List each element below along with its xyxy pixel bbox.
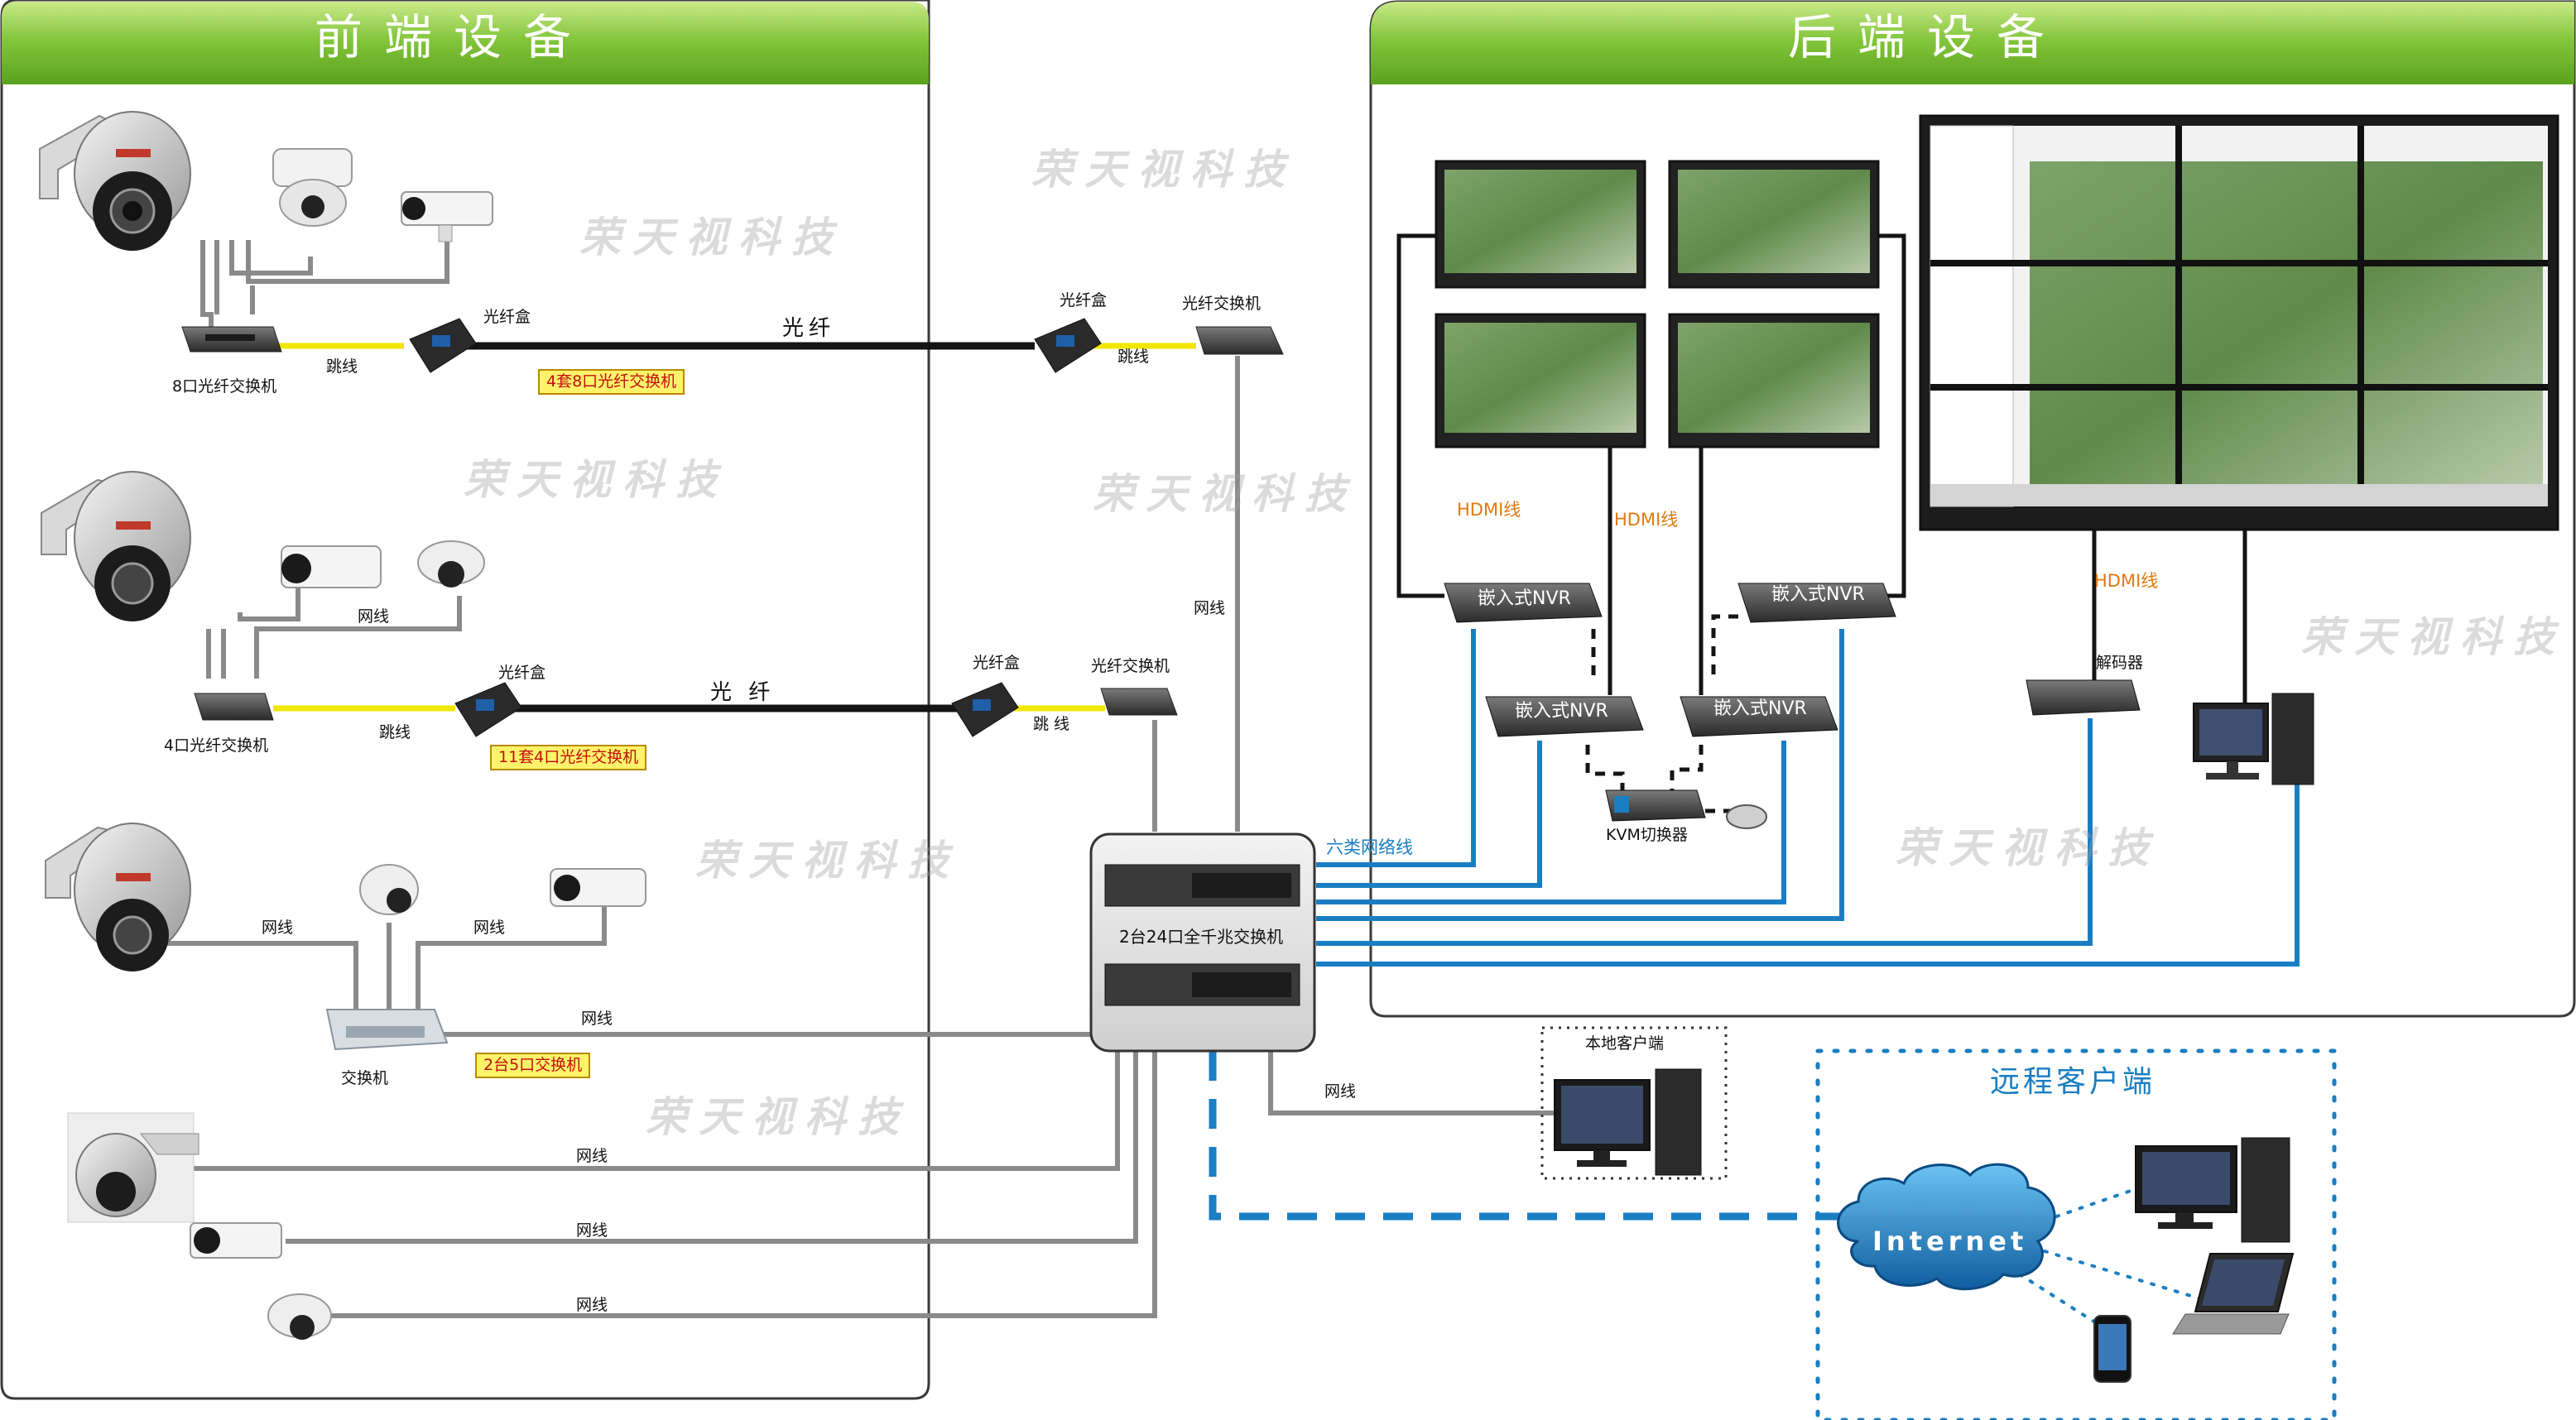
decoder-label: 解码器 xyxy=(2096,654,2144,672)
row2-box-right-label: 光纤盒 xyxy=(973,654,1021,672)
small-switch xyxy=(325,1009,449,1051)
bullet-camera-3 xyxy=(550,868,646,907)
pc-workstation-1 xyxy=(2193,693,2314,785)
watermark-4: 荣天视科技 xyxy=(1093,469,1358,518)
hdmi-left-label: HDMI线 xyxy=(1457,500,1521,520)
six-cable-label: 六类网络线 xyxy=(1326,837,1413,857)
fiber-switch-8port xyxy=(181,326,282,353)
direct-cable-1-label: 网线 xyxy=(576,1147,608,1165)
watermark-5: 荣天视科技 xyxy=(695,836,960,885)
local-client-frame xyxy=(1540,1026,1728,1180)
row1-switch-right-label: 光纤交换机 xyxy=(1182,295,1262,313)
row1-switch-label: 8口光纤交换机 xyxy=(172,377,277,396)
row2-tag: 11套4口光纤交换机 xyxy=(490,745,647,770)
fiber-switch-right-2 xyxy=(1100,688,1178,716)
watermark-2: 荣天视科技 xyxy=(1031,145,1296,194)
dome-camera-3 xyxy=(359,864,419,915)
hdmi-cables xyxy=(1396,233,2247,703)
local-client-pc xyxy=(1554,1068,1702,1176)
speed-dome-camera-2 xyxy=(41,471,191,621)
row3-cable-right-label: 网线 xyxy=(473,919,506,937)
video-wall-monitor xyxy=(1919,114,2559,531)
hdmi-mid-label: HDMI线 xyxy=(1614,510,1679,530)
core-switch-stack xyxy=(1089,832,1316,1053)
gray-cables xyxy=(157,223,1556,1318)
back-header-title: 后端设备 xyxy=(1788,9,2067,65)
row2-patch-right-label: 跳 线 xyxy=(1033,715,1070,733)
row1-patch-left-label: 跳线 xyxy=(326,357,358,376)
watermark-7: 荣天视科技 xyxy=(2301,612,2566,661)
fiber-switch-4port xyxy=(194,693,274,721)
decoder-box xyxy=(2026,679,2141,716)
remote-pc xyxy=(2135,1137,2290,1243)
front-header-title: 前端设备 xyxy=(315,9,594,65)
remote-title: 远程客户端 xyxy=(1990,1065,2156,1099)
internet-label: Internet xyxy=(1872,1226,2028,1257)
nvr-1-label: 嵌入式NVR xyxy=(1478,588,1571,609)
fiber-box-1 xyxy=(409,318,477,373)
internet-cloud xyxy=(1837,1163,2056,1291)
row1-box-right-label: 光纤盒 xyxy=(1060,291,1108,309)
nvr-2-label: 嵌入式NVR xyxy=(1771,584,1865,605)
mouse-icon xyxy=(1726,804,1767,829)
row2-cable-label: 网线 xyxy=(358,607,390,626)
row2-fiber-label: 光 纤 xyxy=(710,680,776,705)
kvm-label: KVM切换器 xyxy=(1606,826,1688,844)
row1-fiber-label: 光纤 xyxy=(782,316,836,341)
speed-dome-camera-1 xyxy=(39,111,191,251)
box-camera-dome-1 xyxy=(272,148,353,227)
row2-patch-left-label: 跳线 xyxy=(379,723,411,741)
small-monitors xyxy=(1435,160,1880,449)
row1-tag: 4套8口光纤交换机 xyxy=(538,369,685,395)
remote-laptop xyxy=(2172,1253,2295,1335)
dome-camera-2 xyxy=(417,540,485,588)
row2-box-left-label: 光纤盒 xyxy=(498,664,546,682)
fiber-switch-right-1 xyxy=(1195,326,1284,355)
row2-switch-label: 4口光纤交换机 xyxy=(164,736,269,755)
speed-dome-camera-4 xyxy=(67,1112,199,1223)
watermark-1: 荣天视科技 xyxy=(579,213,844,261)
watermark-6: 荣天视科技 xyxy=(646,1092,911,1141)
kvm-switch xyxy=(1605,789,1706,822)
nvr-4-label: 嵌入式NVR xyxy=(1713,698,1807,719)
fiber-box-2 xyxy=(1034,318,1102,373)
fiber-cables xyxy=(464,342,1035,712)
hdmi-right-label: HDMI线 xyxy=(2094,571,2159,591)
direct-cable-3-label: 网线 xyxy=(576,1296,608,1314)
fiber-box-4 xyxy=(951,682,1019,737)
remote-link xyxy=(1209,1051,1846,1221)
dome-camera-4 xyxy=(267,1293,332,1340)
row2-switch-right-label: 光纤交换机 xyxy=(1091,657,1170,675)
patch-cables xyxy=(273,343,1196,712)
front-header-bar xyxy=(2,2,929,84)
row3-switch-label: 交换机 xyxy=(341,1069,389,1087)
back-panel xyxy=(1369,0,2576,1018)
bullet-camera-2 xyxy=(281,545,382,588)
bullet-camera-1 xyxy=(401,191,493,242)
fiber-box-3 xyxy=(454,682,522,737)
nvr-units xyxy=(1444,583,1896,737)
row3-tag: 2台5口交换机 xyxy=(475,1053,591,1078)
speed-dome-camera-3 xyxy=(45,823,191,971)
row3-cable-left-label: 网线 xyxy=(262,919,294,937)
front-panel xyxy=(0,0,930,1400)
local-client-label: 本地客户端 xyxy=(1585,1034,1665,1053)
row1-box-left-label: 光纤盒 xyxy=(483,308,531,326)
back-header-bar xyxy=(1371,2,2574,84)
cat6-cables xyxy=(1316,629,2300,967)
nvr-3-label: 嵌入式NVR xyxy=(1515,701,1608,722)
remote-phone xyxy=(2093,1315,2131,1383)
row1-patch-right-label: 跳线 xyxy=(1117,348,1150,366)
row3-uplink-label: 网线 xyxy=(581,1010,613,1028)
core-switch-label: 2台24口全千兆交换机 xyxy=(1119,927,1284,947)
watermark-3: 荣天视科技 xyxy=(464,455,728,504)
local-client-cable-label: 网线 xyxy=(1324,1082,1357,1101)
core-uplink-label: 网线 xyxy=(1194,599,1226,617)
watermark-8: 荣天视科技 xyxy=(1896,823,2160,872)
bullet-camera-4 xyxy=(190,1222,282,1259)
direct-cable-2-label: 网线 xyxy=(576,1221,608,1240)
